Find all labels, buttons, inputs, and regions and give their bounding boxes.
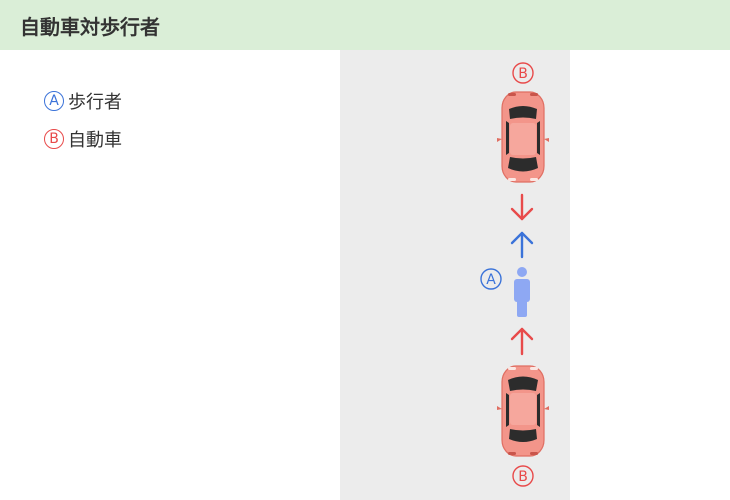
arrow-up-icon	[510, 231, 534, 259]
page-header: 自動車対歩行者	[0, 0, 730, 50]
legend-badge-b: B	[44, 129, 64, 149]
legend-item-pedestrian: A 歩行者	[44, 82, 122, 120]
legend: A 歩行者 B 自動車	[44, 82, 122, 158]
page-title: 自動車対歩行者	[20, 14, 160, 39]
arrow-up-icon	[510, 327, 534, 356]
pedestrian-badge-text: A	[486, 272, 496, 288]
legend-badge-a: A	[44, 91, 64, 111]
car-icon	[496, 91, 550, 183]
car-bottom-badge: B	[512, 465, 534, 487]
car-top-badge: B	[512, 62, 534, 84]
car-icon	[496, 365, 550, 457]
arrow-down-icon	[510, 193, 534, 221]
pedestrian-icon	[514, 267, 530, 317]
legend-label-car: 自動車	[68, 130, 122, 151]
legend-label-pedestrian: 歩行者	[68, 92, 122, 113]
pedestrian-badge: A	[480, 268, 502, 290]
legend-item-car: B 自動車	[44, 120, 122, 158]
car-top-badge-text: B	[518, 66, 528, 82]
car-bottom-badge-text: B	[518, 469, 528, 485]
